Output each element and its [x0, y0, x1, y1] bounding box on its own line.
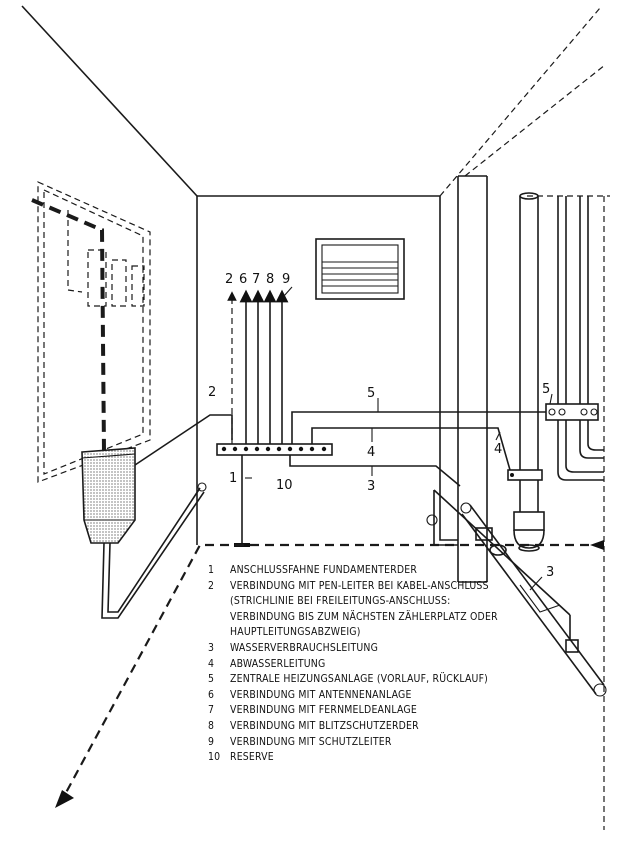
legend-number: 1	[208, 564, 215, 576]
legend-number: 6	[208, 688, 215, 701]
label-3-right: 3	[546, 565, 554, 580]
upward-conductors	[227, 289, 289, 444]
label-6: 6	[239, 272, 247, 287]
legend-text: WASSERVERBRAUCHSLEITUNG	[230, 641, 379, 654]
sewage-pipe	[507, 192, 545, 552]
label-leaders	[245, 286, 553, 591]
label-9: 9	[282, 272, 290, 287]
legend-text: VERBINDUNG MIT ANTENNENANLAGE	[230, 688, 412, 701]
legend-text: VERBINDUNG MIT SCHUTZLEITER	[230, 735, 392, 748]
number-labels: 2 6 7 8 9 2 1 10 5 5 4 4 3 3	[208, 272, 554, 580]
legend-number: 2	[208, 579, 215, 592]
legend-item: 3 WASSERVERBRAUCHSLEITUNG	[208, 641, 508, 657]
legend-number: 3	[208, 641, 215, 654]
legend-text: RESERVE	[230, 751, 274, 764]
label-4-right: 4	[494, 442, 502, 457]
equipotential-bar	[216, 443, 333, 456]
window	[315, 238, 405, 300]
connection-box	[81, 447, 136, 544]
legend-number: 8	[208, 719, 215, 732]
conductor-4	[311, 427, 511, 471]
label-5-right: 5	[542, 382, 550, 397]
legend-item: 6 VERBINDUNG MIT ANTENNENANLAGE	[208, 688, 508, 704]
legend-text: VERBINDUNG MIT PEN-LEITER BEI KABEL-ANSC…	[230, 579, 498, 639]
legend-item: 8 VERBINDUNG MIT BLITZSCHUTZERDER	[208, 719, 508, 735]
conductor-2	[134, 414, 233, 466]
label-2: 2	[208, 385, 216, 400]
room-outline	[21, 5, 610, 830]
label-8: 8	[266, 272, 274, 287]
legend-number: 4	[208, 657, 215, 670]
label-4-left: 4	[367, 445, 375, 460]
legend-text: VERBINDUNG MIT FERNMELDEANLAGE	[230, 704, 417, 717]
label-5-left: 5	[367, 386, 375, 401]
legend-number: 9	[208, 735, 215, 748]
legend-item: 1 ANSCHLUSSFAHNE FUNDAMENTERDER	[208, 563, 508, 579]
legend-text: VERBINDUNG MIT BLITZSCHUTZERDER	[230, 719, 419, 732]
foundation-earth-lead	[234, 455, 250, 547]
legend-number: 5	[208, 673, 215, 686]
legend-item: 4 ABWASSERLEITUNG	[208, 657, 508, 673]
label-3-left: 3	[367, 479, 375, 494]
legend-text: ABWASSERLEITUNG	[230, 657, 326, 670]
heating-pipes	[545, 196, 604, 481]
label-10: 10	[276, 478, 293, 493]
wall-column	[439, 175, 488, 583]
legend-text: ANSCHLUSSFAHNE FUNDAMENTERDER	[230, 564, 418, 576]
legend-item: 2 VERBINDUNG MIT PEN-LEITER BEI KABEL-ANS…	[208, 579, 508, 641]
legend-text: ZENTRALE HEIZUNGSANLAGE (VORLAUF, RÜCKLA…	[230, 673, 489, 686]
legend-number: 7	[208, 704, 215, 717]
legend-item: 5 ZENTRALE HEIZUNGSANLAGE (VORLAUF, RÜCKL…	[208, 672, 508, 688]
conductor-3	[289, 455, 461, 487]
left-wall-pipe	[107, 487, 201, 613]
label-2-top: 2	[225, 272, 233, 287]
floor-line	[55, 540, 604, 808]
conductor-5	[291, 411, 550, 444]
legend-item: 9 VERBINDUNG MIT SCHUTZLEITER	[208, 735, 508, 751]
meter-board	[37, 181, 151, 483]
pen-feed-line	[31, 198, 106, 453]
label-7: 7	[252, 272, 260, 287]
legend-item: 7 VERBINDUNG MIT FERNMELDEANLAGE	[208, 703, 508, 719]
legend-item: 10 RESERVE	[208, 750, 508, 766]
legend-number: 10	[208, 751, 221, 764]
label-1: 1	[229, 471, 237, 486]
